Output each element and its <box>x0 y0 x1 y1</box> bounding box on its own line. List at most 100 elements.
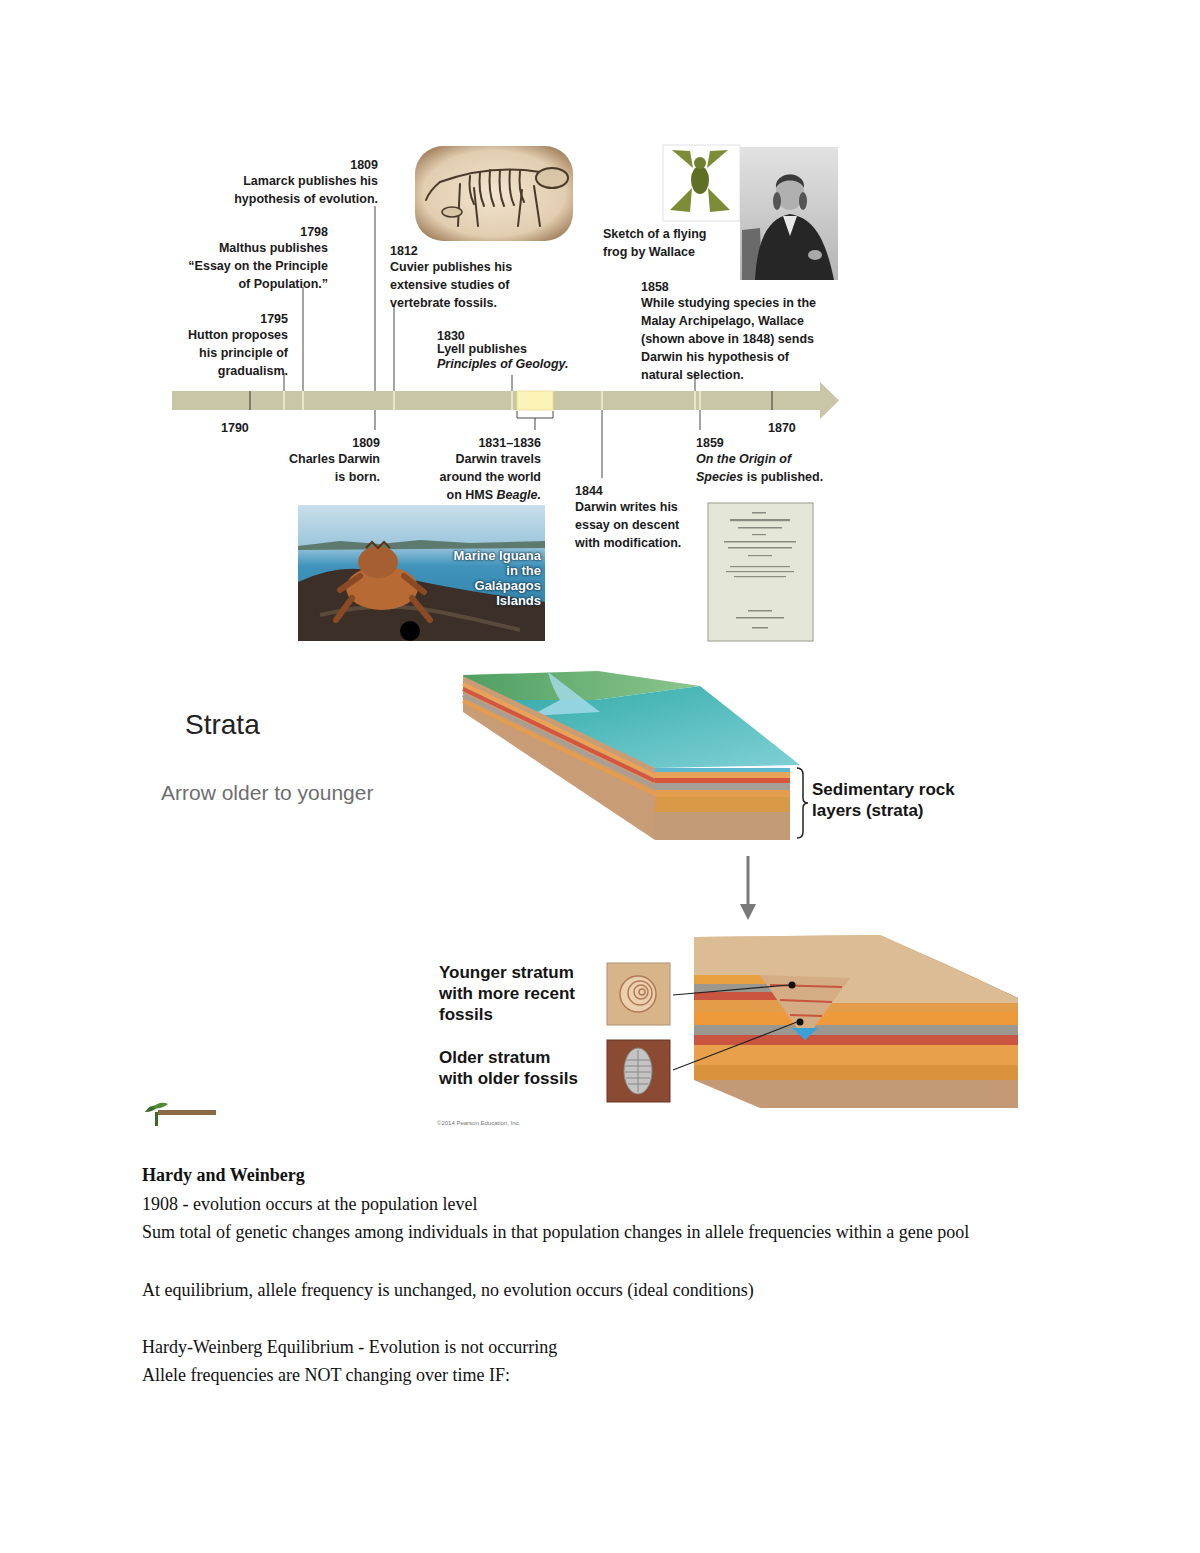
down-arrow-part <box>740 904 756 920</box>
timeline-label: Hutton proposes his principle of gradual… <box>188 328 288 378</box>
book-title-page-part-part <box>752 512 766 514</box>
eroded-strata-block-part <box>673 1022 797 1070</box>
eroded-strata-block-part <box>673 985 789 995</box>
label-block: 1795 <box>228 309 288 327</box>
portrait-photo-part <box>773 192 781 210</box>
book-title-page-part-part <box>752 627 768 629</box>
down-arrow-part <box>747 856 750 906</box>
eroded-strata-block-part <box>792 1028 818 1040</box>
iguana-photo-part <box>358 546 398 578</box>
frog-sketch <box>663 145 740 221</box>
eroded-strata-block-part-part <box>694 1080 1018 1108</box>
label-block: 1844 <box>575 481 635 499</box>
leader-line-part <box>602 410 603 478</box>
eroded-strata-block-part <box>770 985 842 1016</box>
label-block: Malthus publishes “Essay on the Principl… <box>180 238 328 292</box>
label-block: Hutton proposes his principle of gradual… <box>176 325 288 379</box>
strata-block-part <box>655 783 790 790</box>
fossil-skeleton-picture-part-part <box>426 182 440 200</box>
book-title-page-part-part <box>736 617 784 619</box>
timeline-label: 1809 <box>350 158 378 172</box>
strata-block-part <box>655 772 790 778</box>
fossil-icon-part <box>607 1040 670 1102</box>
label-block: 1809 <box>320 433 380 451</box>
portrait-photo-part <box>755 214 834 280</box>
timeline-axis-part-part <box>302 391 304 410</box>
figure-label: Sedimentary rock layers (strata) <box>812 780 955 820</box>
book-title-page-part-part <box>752 534 766 535</box>
fossil-skeleton-picture-part <box>426 170 540 226</box>
timeline-axis-part-part <box>283 391 285 410</box>
frog-sketch-part-part <box>708 188 730 212</box>
fossil-skeleton-picture-part <box>442 207 462 217</box>
leader-line-part <box>375 410 376 430</box>
portrait-photo-part <box>740 147 838 280</box>
timeline-axis-part-part <box>511 391 513 410</box>
label-block: ©2014 Pearson Education, Inc. <box>437 1111 577 1129</box>
eroded-strata-block-part <box>760 975 850 1040</box>
strata-block-part <box>655 768 790 772</box>
timeline-axis-part-part <box>694 391 696 410</box>
timeline-label: 1830 <box>437 329 465 343</box>
frog-sketch-part <box>670 150 730 212</box>
label-block: Sum total of genetic changes among indiv… <box>142 1218 1062 1247</box>
fossil-skeleton-picture-part <box>536 168 568 188</box>
strata-block-part <box>655 797 790 812</box>
leader-line-part <box>303 287 304 391</box>
timeline-label: Charles Darwin is born. <box>289 452 380 484</box>
label-block: 1809 <box>318 155 378 173</box>
frog-sketch-part-part <box>672 150 693 168</box>
label-block: 1798 <box>268 222 328 240</box>
book-title-page-part-part <box>730 566 790 567</box>
timeline-label: Beagle. <box>497 488 541 502</box>
timeline-label: 1790 <box>221 421 249 435</box>
figure-label: Older stratum with older fossils <box>439 1048 578 1088</box>
label-block: 1790 <box>221 418 271 436</box>
label-block: 1859 <box>696 433 756 451</box>
eroded-strata-block-part-part <box>694 1065 1018 1080</box>
book-title-page-part-part <box>748 610 772 612</box>
eroded-strata-block-part-part <box>694 1025 1018 1035</box>
body-text: 1908 - evolution occurs at the populatio… <box>142 1194 477 1214</box>
timeline-label: 1870 <box>768 421 796 435</box>
photo-box: Marine Iguana in the Galápagos Islands <box>298 505 545 641</box>
strata-block-part <box>797 768 808 838</box>
fossil-icon <box>607 963 670 1102</box>
eroded-strata-block-part-part <box>694 1045 1018 1065</box>
book-title-page-part-part <box>734 576 786 577</box>
book-title-page-part-part <box>724 541 796 543</box>
iguana-photo-part <box>336 576 430 620</box>
timeline-axis-part-part <box>699 391 701 410</box>
fossil-skeleton-picture-part-part <box>474 188 478 226</box>
body-text: At equilibrium, allele frequency is unch… <box>142 1280 754 1300</box>
eroded-strata-block <box>673 930 1018 1108</box>
timeline-label: 1812 <box>390 244 418 258</box>
label-block: Hardy-Weinberg Equilibrium - Evolution i… <box>142 1333 1082 1362</box>
timeline-label: 1859 <box>696 436 724 450</box>
label-block: On the Origin of Speciesis published. <box>696 449 832 485</box>
timeline-label: Cuvier publishes his extensive studies o… <box>390 260 512 310</box>
fossil-skeleton-picture-part-part <box>500 170 505 206</box>
label-block: Charles Darwin is born. <box>280 449 380 485</box>
small-icon <box>145 1103 216 1126</box>
timeline-label: Lamarck publishes his hypothesis of evol… <box>234 174 378 206</box>
book-title-page-part <box>724 512 796 629</box>
timeline-axis-part <box>172 391 822 410</box>
label-block: Cuvier publishes his extensive studies o… <box>390 257 525 311</box>
label-block: 1908 - evolution occurs at the populatio… <box>142 1190 1082 1219</box>
iguana-photo-part <box>298 505 545 641</box>
fossil-skeleton-picture-part-part <box>480 172 485 206</box>
label-block: Hardy and Weinberg <box>142 1161 1082 1190</box>
body-text: Hardy-Weinberg Equilibrium - Evolution i… <box>142 1337 557 1357</box>
fossil-skeleton-picture <box>415 146 573 241</box>
eroded-strata-block-part <box>797 1019 804 1026</box>
label-block: Sketch of a flying frog by Wallace <box>603 224 721 260</box>
leader-line-part <box>375 206 376 391</box>
strata-block-part <box>655 790 790 797</box>
body-text: Sum total of genetic changes among indiv… <box>142 1222 969 1242</box>
strata-block <box>463 671 808 840</box>
timeline-axis-part <box>250 391 772 410</box>
fossil-skeleton-picture-part-part <box>518 190 522 226</box>
label-block: 1812 <box>390 241 450 259</box>
